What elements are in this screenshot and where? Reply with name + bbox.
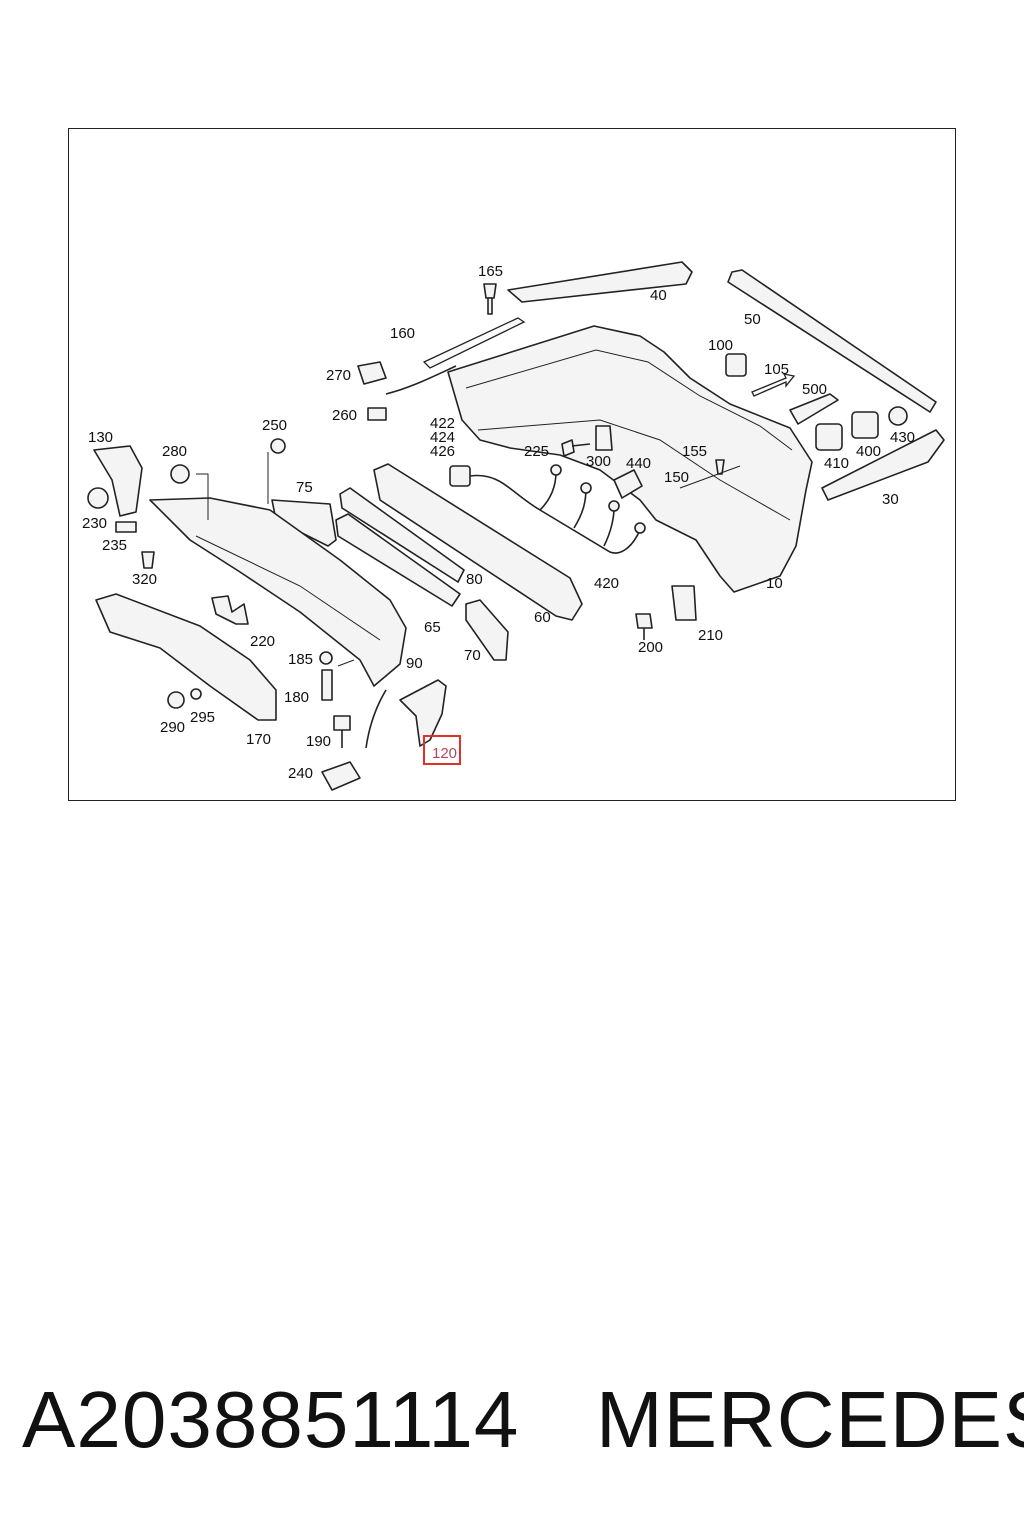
label-150: 150 [664, 469, 689, 486]
label-60: 60 [534, 609, 551, 626]
label-130: 130 [88, 429, 113, 446]
label-120: 120 [432, 745, 457, 762]
label-40: 40 [650, 287, 667, 304]
label-210: 210 [698, 627, 723, 644]
part-295-washer[interactable] [190, 688, 202, 700]
label-185: 185 [288, 651, 313, 668]
part-120-bracket[interactable] [399, 679, 447, 747]
part-300-clip[interactable] [595, 425, 613, 451]
label-30: 30 [882, 491, 899, 508]
part-430[interactable] [888, 406, 908, 426]
part-80-strip[interactable] [339, 487, 465, 583]
part-105-arrow [751, 373, 796, 397]
label-426: 426 [430, 443, 455, 460]
label-155: 155 [682, 443, 707, 460]
highlight-box-120 [423, 735, 461, 765]
label-220: 220 [250, 633, 275, 650]
label-75: 75 [296, 479, 313, 496]
label-235: 235 [102, 537, 127, 554]
label-50: 50 [744, 311, 761, 328]
label-200: 200 [638, 639, 663, 656]
part-320-bolt[interactable] [141, 551, 155, 569]
label-300: 300 [586, 453, 611, 470]
label-410: 410 [824, 455, 849, 472]
part-240-clip[interactable] [321, 761, 361, 791]
part-230[interactable] [87, 487, 109, 509]
label-165: 165 [478, 263, 503, 280]
label-160: 160 [390, 325, 415, 342]
part-50-long-trim[interactable] [727, 269, 937, 413]
part-270-clip[interactable] [357, 361, 387, 385]
part-280[interactable] [170, 464, 190, 484]
brand-name: MERCEDES [596, 1375, 1024, 1464]
part-number: A2038851114 [22, 1375, 520, 1464]
part-260[interactable] [367, 407, 387, 421]
part-40-trim-strip[interactable] [507, 261, 693, 303]
label-270: 270 [326, 367, 351, 384]
label-260: 260 [332, 407, 357, 424]
part-30-side-strip[interactable] [821, 429, 945, 501]
part-420-wiring-harness[interactable] [449, 464, 646, 554]
label-280: 280 [162, 443, 187, 460]
label-105: 105 [764, 361, 789, 378]
part-220-bolt[interactable] [211, 595, 249, 625]
part-440-bracket[interactable] [613, 469, 643, 499]
part-250[interactable] [270, 438, 286, 454]
label-230: 230 [82, 515, 107, 532]
label-295: 295 [190, 709, 215, 726]
label-180: 180 [284, 689, 309, 706]
label-240: 240 [288, 765, 313, 782]
part-100[interactable] [725, 353, 747, 377]
label-65: 65 [424, 619, 441, 636]
label-70: 70 [464, 647, 481, 664]
part-10-bumper-cover[interactable] [447, 325, 813, 593]
label-10: 10 [766, 575, 783, 592]
part-60-absorber[interactable] [373, 463, 583, 621]
footer: A2038851114 MERCEDES [0, 1370, 1024, 1470]
part-185-washer[interactable] [319, 651, 333, 665]
part-70-corner[interactable] [465, 599, 509, 661]
part-200-bolt[interactable] [635, 613, 653, 640]
part-155-clip[interactable] [715, 459, 725, 475]
label-80: 80 [466, 571, 483, 588]
label-290: 290 [160, 719, 185, 736]
part-180-bolt[interactable] [321, 669, 333, 701]
label-430: 430 [890, 429, 915, 446]
part-290-nut[interactable] [167, 691, 185, 709]
label-100: 100 [708, 337, 733, 354]
part-235[interactable] [115, 521, 137, 533]
part-400[interactable] [851, 411, 879, 439]
label-440: 440 [626, 455, 651, 472]
part-160-strip[interactable] [422, 317, 526, 369]
label-422: 422 [430, 415, 455, 432]
part-130-bracket[interactable] [93, 445, 143, 517]
part-225-bolt[interactable] [561, 439, 591, 457]
part-65-strip[interactable] [335, 513, 461, 607]
label-500: 500 [802, 381, 827, 398]
label-400: 400 [856, 443, 881, 460]
part-410[interactable] [815, 423, 843, 451]
part-210-bracket[interactable] [671, 585, 697, 621]
label-90: 90 [406, 655, 423, 672]
label-424: 424 [430, 429, 455, 446]
part-165-clip[interactable] [483, 283, 497, 315]
part-190-screw[interactable] [333, 715, 351, 748]
label-170: 170 [246, 731, 271, 748]
label-420: 420 [594, 575, 619, 592]
label-190: 190 [306, 733, 331, 750]
label-225: 225 [524, 443, 549, 460]
label-250: 250 [262, 417, 287, 434]
label-320: 320 [132, 571, 157, 588]
part-500-bracket[interactable] [789, 393, 839, 425]
part-170-carrier[interactable] [95, 593, 277, 721]
